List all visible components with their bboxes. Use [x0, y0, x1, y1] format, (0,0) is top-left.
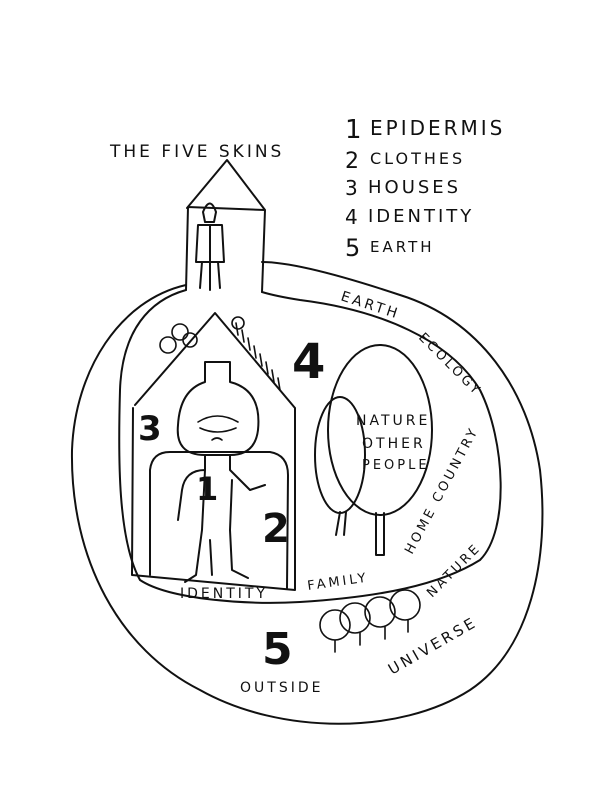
person-figure-icon — [176, 361, 266, 583]
legend-item-epidermis: 1 EPIDERMIS — [345, 115, 505, 145]
label-identity: IDENTITY — [180, 586, 268, 602]
label-universe: UNIVERSE — [385, 613, 480, 678]
label-nature-outer: NATURE — [424, 541, 484, 601]
legend-label: EPIDERMIS — [370, 116, 505, 140]
bushes-icon — [159, 316, 245, 354]
label-family: FAMILY — [306, 571, 369, 594]
legend-number: 3 — [345, 176, 361, 200]
legend-item-houses: 3 HOUSES — [345, 176, 461, 200]
outer-earth-loop — [70, 261, 544, 725]
label-people: PEOPLE — [362, 458, 430, 473]
number-5: 5 — [262, 624, 293, 675]
number-3: 3 — [138, 409, 162, 449]
legend-number: 4 — [345, 205, 361, 229]
legend-label: HOUSES — [368, 177, 461, 198]
legend-item-identity: 4 IDENTITY — [345, 205, 474, 229]
trees-icon — [314, 344, 433, 556]
number-1: 1 — [196, 470, 218, 508]
label-other: OTHER — [362, 436, 426, 452]
legend-label: EARTH — [370, 238, 435, 256]
legend-number: 5 — [345, 234, 363, 262]
legend-label: IDENTITY — [368, 206, 474, 227]
inner-identity-loop — [118, 289, 502, 604]
label-outside: OUTSIDE — [240, 680, 323, 696]
legend-item-earth: 5 EARTH — [345, 234, 435, 262]
legend-number: 2 — [345, 149, 362, 174]
legend-item-clothes: 2 CLOTHES — [345, 149, 465, 174]
drawing-title: THE FIVE SKINS — [109, 142, 284, 162]
small-house-icon — [185, 159, 266, 293]
legend-number: 1 — [345, 115, 365, 145]
label-nature: NATURE — [356, 413, 430, 429]
row-of-trees-icon — [319, 589, 421, 653]
legend: 1 EPIDERMIS 2 CLOTHES 3 HOUSES 4 IDENTIT… — [345, 115, 505, 262]
label-earth: EARTH — [339, 289, 402, 323]
legend-label: CLOTHES — [370, 149, 465, 168]
house-icon — [131, 312, 296, 591]
number-2: 2 — [262, 506, 290, 552]
number-4: 4 — [292, 334, 325, 390]
